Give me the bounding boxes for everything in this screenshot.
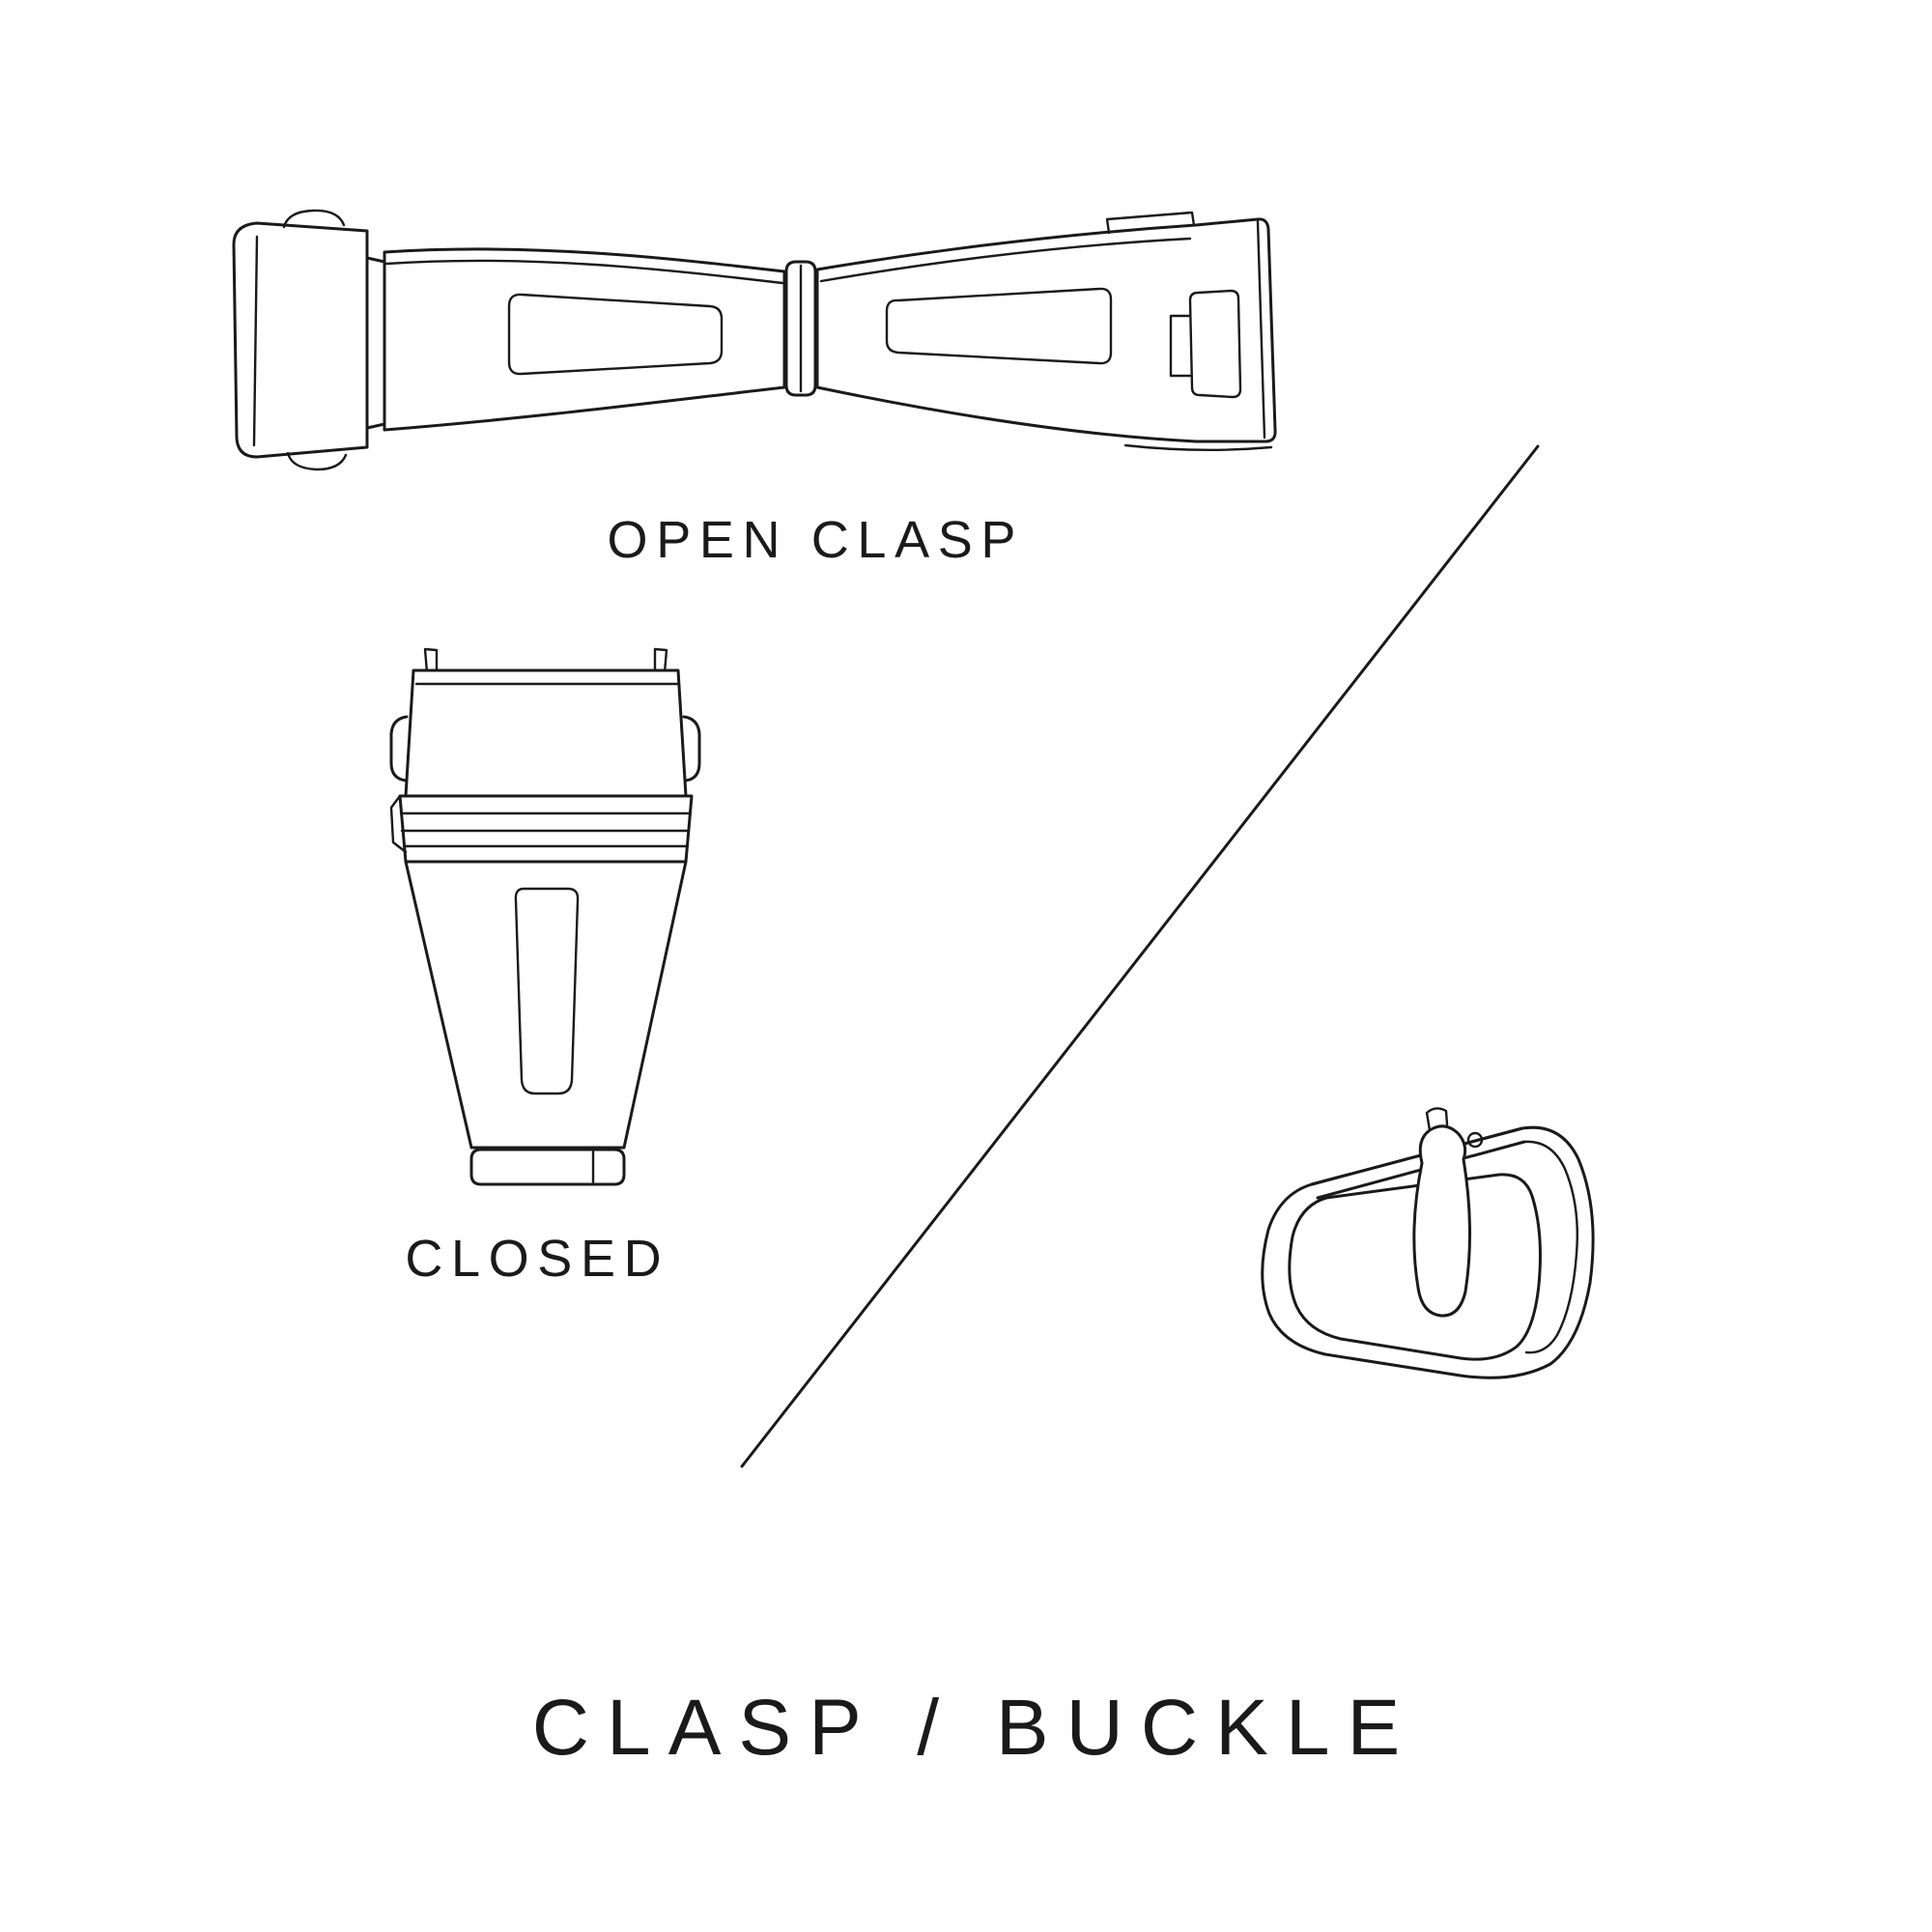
closed-clasp-illustration	[389, 647, 701, 1186]
open-clasp-illustration	[232, 209, 1277, 471]
buckle-illustration	[1261, 1107, 1595, 1379]
diagram-title: CLASP / BUCKLE	[531, 1684, 1418, 1772]
open-clasp-label: OPEN CLASP	[607, 511, 1025, 569]
closed-clasp-label: CLOSED	[405, 1230, 670, 1288]
